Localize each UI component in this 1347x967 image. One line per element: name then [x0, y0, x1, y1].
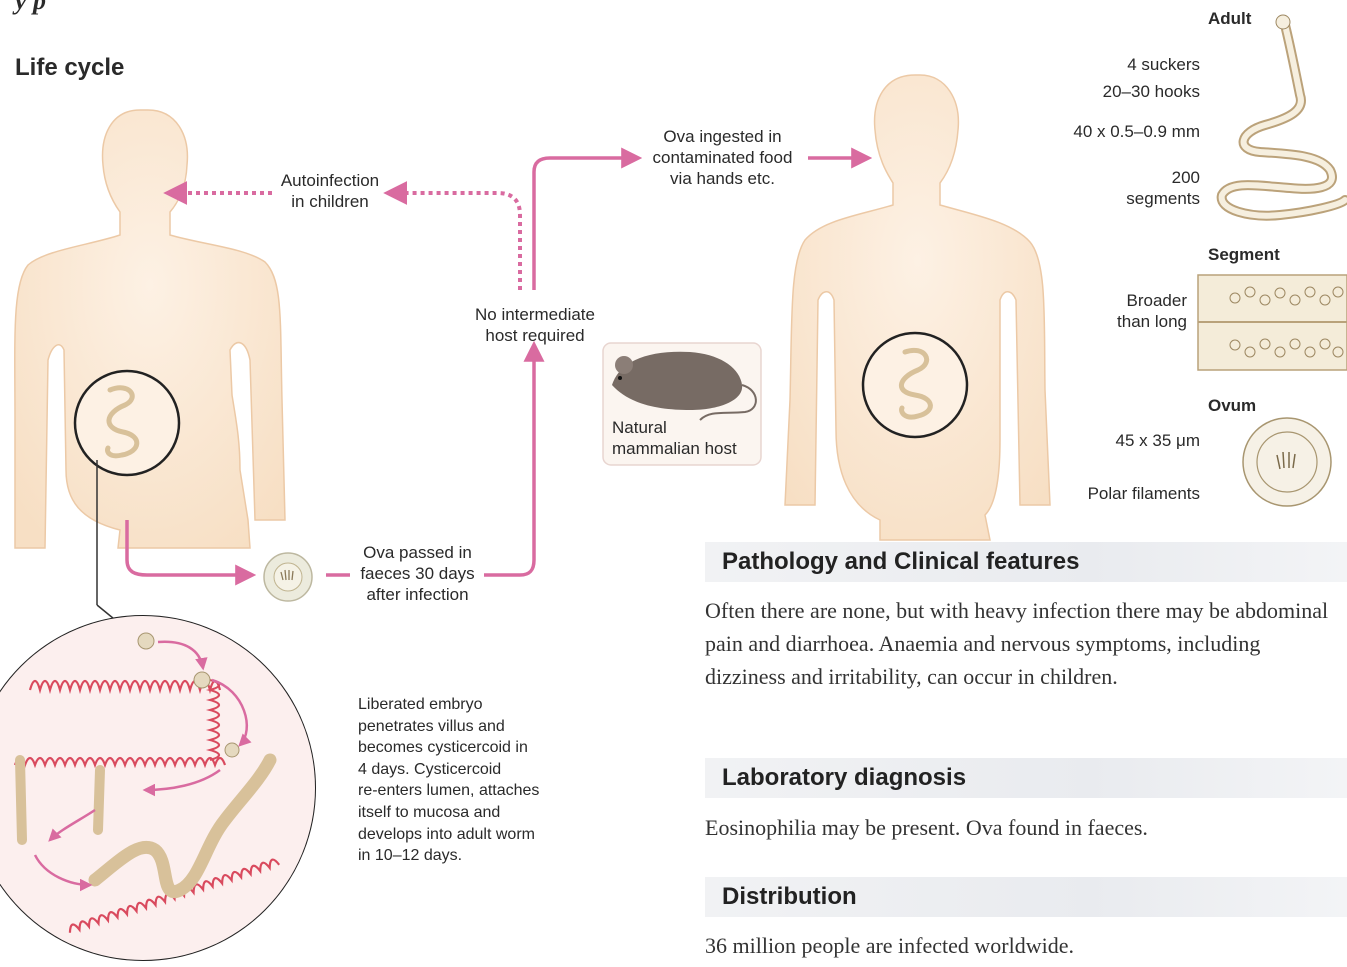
- life-cycle-title: Life cycle: [15, 54, 124, 82]
- pathology-text: Often there are none, but with heavy inf…: [705, 594, 1345, 693]
- distribution-text: 36 million people are infected worldwide…: [705, 929, 1345, 962]
- ova-passed-label: Ova passed in faeces 30 days after infec…: [345, 542, 490, 605]
- top-cut-text: y p: [15, 0, 46, 16]
- arrow-up-to-no-intermediate: [484, 345, 534, 575]
- polar-filaments-label: Polar filaments: [1040, 483, 1200, 504]
- magnified-intestine-circle: [0, 616, 316, 960]
- lab-diagnosis-text: Eosinophilia may be present. Ova found i…: [705, 811, 1345, 844]
- ovum-size-label: 45 x 35 μm: [1040, 430, 1200, 451]
- arrow-to-ova-ingested: [534, 158, 638, 290]
- segment-illustration: [1198, 275, 1347, 370]
- adult-title: Adult: [1208, 8, 1251, 29]
- hooks-label: 20–30 hooks: [1040, 81, 1200, 102]
- segments-label: 200 segments: [1060, 167, 1200, 209]
- adult-worm-illustration: [1222, 15, 1345, 216]
- liberated-embryo-label: Liberated embryo penetrates villus and b…: [358, 694, 568, 867]
- no-intermediate-host-label: No intermediate host required: [460, 304, 610, 346]
- size-label: 40 x 0.5–0.9 mm: [1030, 121, 1200, 142]
- broader-than-long-label: Broader than long: [1060, 290, 1187, 332]
- ovum-detail-illustration: [1243, 418, 1331, 506]
- ovum-title: Ovum: [1208, 395, 1256, 416]
- autoinfection-label: Autoinfection in children: [270, 170, 390, 212]
- ova-ingested-label: Ova ingested in contaminated food via ha…: [640, 126, 805, 189]
- lab-diagnosis-heading: Laboratory diagnosis: [705, 758, 1347, 798]
- segment-title: Segment: [1208, 244, 1280, 265]
- left-human-figure: [15, 110, 285, 548]
- natural-host-label: Natural mammalian host: [612, 417, 762, 459]
- pathology-heading: Pathology and Clinical features: [705, 542, 1347, 582]
- right-human-figure: [785, 75, 1050, 540]
- ovum-icon: [264, 553, 312, 601]
- distribution-heading: Distribution: [705, 877, 1347, 917]
- dotted-arrow-autoinfection: [388, 193, 520, 290]
- suckers-label: 4 suckers: [1040, 54, 1200, 75]
